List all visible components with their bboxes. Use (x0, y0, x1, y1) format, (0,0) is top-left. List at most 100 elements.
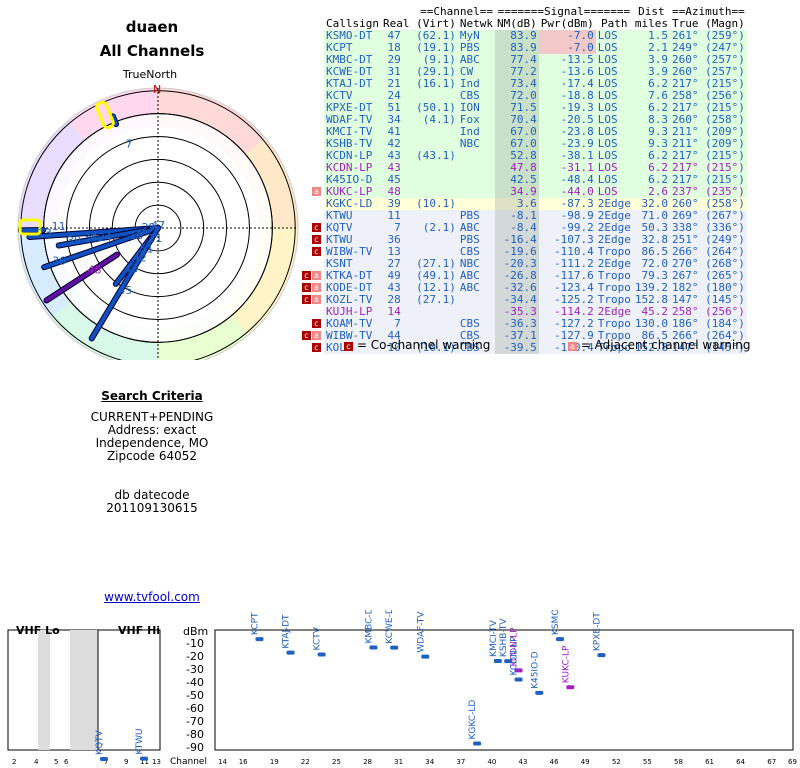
cell-callsign: KTWU (326, 209, 353, 222)
azimuth-true: 270° (671, 257, 699, 270)
cell-azimuth: 260° (258°) (670, 114, 747, 126)
cell-path: LOS (597, 125, 618, 138)
cell-distance: 2.1 (648, 41, 668, 54)
cell-channel-real: 11 (387, 209, 401, 222)
channel-label: 43 (124, 263, 138, 276)
cell-channel-virtual (403, 318, 458, 330)
azimuth-true: 217° (671, 77, 699, 90)
cell-distance: 139.2 (634, 281, 668, 294)
azimuth-true: 260° (671, 65, 699, 78)
azimuth-magnetic: (256°) (705, 305, 745, 318)
cell-power: -125.2 (553, 293, 594, 306)
site-name: duaen (125, 18, 179, 36)
cell-distance: 6.2 (648, 161, 668, 174)
cell-channel-real: 49 (387, 269, 401, 282)
y-tick-label: -80 (186, 728, 204, 741)
azimuth-true: 186° (671, 317, 699, 330)
cell-noise-margin: 77.2 (494, 66, 539, 78)
cell-channel-real: 43 (387, 161, 401, 174)
azimuth-magnetic: (265°) (705, 269, 745, 282)
cell-azimuth: 217° (215°) (670, 78, 747, 90)
azimuth-magnetic: (145°) (705, 341, 745, 354)
cell-azimuth: 147° (145°) (670, 342, 747, 354)
channel-label: 47 (151, 219, 165, 232)
cell-noise-margin: 3.6 (494, 198, 539, 210)
cell-channel-real: 43 (387, 149, 401, 162)
uhf-box (214, 629, 794, 751)
cell-channel-virtual: (10.1) (416, 341, 456, 354)
co-channel-warning-icon: c (312, 343, 321, 352)
cell-path: Tropo (597, 281, 631, 294)
cell-network: CBS (459, 89, 480, 102)
cell-path: LOS (597, 137, 618, 150)
y-tick-label: -60 (186, 702, 204, 715)
cell-channel-virtual: (12.1) (416, 281, 456, 294)
cell-distance: 86.5 (641, 329, 668, 342)
cell-power: -13.6 (560, 65, 594, 78)
cell-channel-real: 7 (394, 317, 401, 330)
x-tick-label: 7 (104, 758, 108, 766)
cell-channel-virtual: (27.1) (416, 257, 456, 270)
cell-channel-virtual (403, 126, 458, 138)
station-mark-label: KTWU (135, 728, 145, 754)
station-mark-label: KCTV (313, 626, 323, 650)
cell-power: -7.0 (538, 42, 596, 54)
cell-distance: 86.5 (641, 245, 668, 258)
azimuth-magnetic: (257°) (705, 65, 745, 78)
cell-distance: 3.9 (648, 53, 668, 66)
search-criteria-heading: Search Criteria (101, 389, 203, 403)
x-tick-label: 61 (705, 758, 714, 766)
cell-channel-real: 36 (387, 233, 401, 246)
azimuth-true: 211° (671, 137, 699, 150)
hdr-signal: =======Signal======= (494, 6, 633, 18)
station-mark (597, 653, 606, 658)
azimuth-magnetic: (209°) (705, 137, 745, 150)
cell-channel-virtual: (4.1) (422, 113, 456, 126)
cell-noise-margin: -37.1 (494, 330, 539, 342)
cell-channel-real: 51 (387, 101, 401, 114)
co-channel-warning-icon: c (302, 331, 311, 340)
station-mark-label: KTAJ-DT (282, 614, 292, 649)
channel-label: 13 (38, 226, 52, 239)
true-north-label: TrueNorth (122, 68, 178, 81)
tvfool-link[interactable]: www.tvfool.com (104, 590, 200, 604)
azimuth-magnetic: (235°) (705, 185, 745, 198)
y-tick-label: -20 (186, 650, 204, 663)
cell-noise-margin: -8.4 (494, 222, 539, 234)
azimuth-magnetic: (249°) (705, 233, 745, 246)
cell-callsign: KSHB-TV (326, 137, 373, 150)
table-row[interactable]: KOLR10(10.1)CBS-39.5-130.4Tropo152.8147°… (324, 342, 747, 354)
cell-azimuth: 270° (268°) (670, 258, 747, 270)
cell-distance: 152.8 (634, 293, 668, 306)
cell-azimuth: 147° (145°) (670, 294, 747, 306)
cell-azimuth: 251° (249°) (670, 234, 747, 246)
azimuth-true: 217° (671, 161, 699, 174)
co-channel-legend-text: = Co-channel warning (356, 338, 491, 352)
